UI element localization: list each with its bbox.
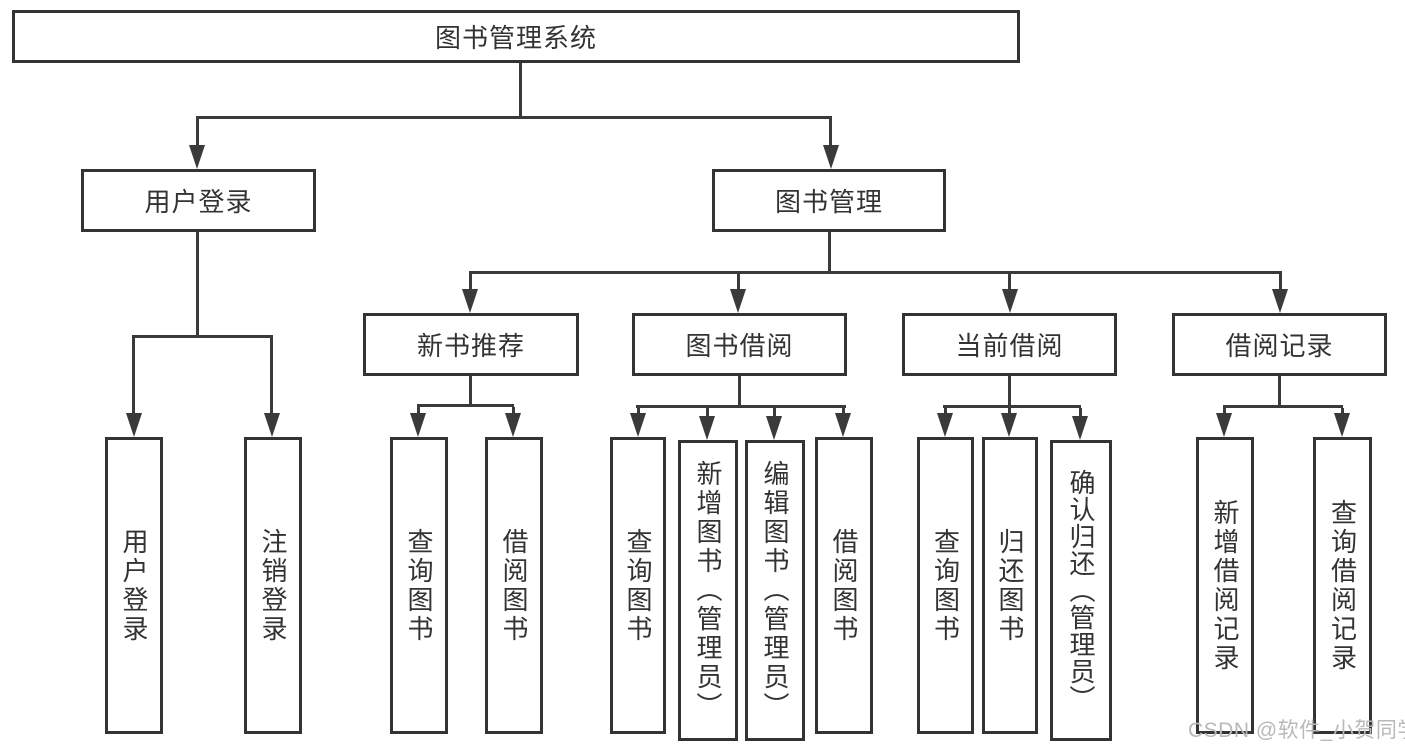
connector-borrow-record-stem <box>1278 376 1281 405</box>
node-borrow-records: 借阅记录 <box>1172 313 1387 376</box>
connector-modules-rail <box>469 271 1282 274</box>
connector-drop-bb-add <box>706 408 709 416</box>
arrow-down-cb-confirm <box>1072 416 1088 440</box>
leaf-bb-query-book: 查询图书 <box>610 437 666 734</box>
arrow-down-user-login <box>189 145 205 169</box>
leaf-cb-confirm-return-admin: 确认归还（管理员） <box>1050 440 1112 741</box>
leaf-cb-query-book: 查询图书 <box>917 437 974 734</box>
connector-drop-cb-return <box>1008 408 1011 413</box>
node-new-book-rec: 新书推荐 <box>363 313 579 376</box>
connector-new-book-stem <box>469 376 472 404</box>
connector-user-login-stem <box>196 232 199 335</box>
connector-drop-br-add <box>1223 408 1226 413</box>
node-book-mgmt: 图书管理 <box>712 169 946 232</box>
connector-drop-nb-query <box>417 407 420 413</box>
connector-user-login-rail <box>132 335 273 338</box>
arrow-down-nb-borrow <box>505 413 521 437</box>
connector-borrow-record-rail <box>1223 405 1343 408</box>
arrow-down-new-book <box>462 289 478 313</box>
leaf-br-query-record: 查询借阅记录 <box>1313 437 1372 734</box>
leaf-br-add-record: 新增借阅记录 <box>1196 437 1254 734</box>
connector-drop-bb-edit <box>773 408 776 416</box>
leaf-bb-borrow-book: 借阅图书 <box>815 437 873 734</box>
connector-drop-cb-confirm <box>1079 408 1082 416</box>
node-book-borrow: 图书借阅 <box>632 313 847 376</box>
connector-drop-bb-borrow <box>842 408 845 413</box>
connector-drop-bb-query <box>637 408 640 413</box>
connector-new-book-rail <box>417 404 514 407</box>
connector-book-borrow-rail <box>636 405 846 408</box>
arrow-down-book-mgmt <box>823 145 839 169</box>
arrow-down-current-borrow <box>1002 289 1018 313</box>
arrow-down-bb-borrow <box>835 413 851 437</box>
connector-drop-user-login <box>196 119 199 145</box>
arrow-down-bb-edit <box>766 416 782 440</box>
arrow-down-bb-add <box>699 416 715 440</box>
arrow-down-br-query <box>1334 413 1350 437</box>
arrow-down-cb-query <box>937 413 953 437</box>
arrow-down-br-add <box>1216 413 1232 437</box>
connector-current-borrow-rail <box>943 405 1081 408</box>
leaf-bb-edit-book-admin: 编辑图书（管理员） <box>745 440 805 741</box>
leaf-cb-return-book: 归还图书 <box>982 437 1038 734</box>
connector-drop-borrow-record <box>1279 274 1282 289</box>
leaf-user-login: 用户登录 <box>105 437 163 734</box>
connector-drop-br-query <box>1341 408 1344 413</box>
node-user-login: 用户登录 <box>81 169 316 232</box>
arrow-down-cb-return <box>1001 413 1017 437</box>
connector-book-mgmt-stem <box>828 232 831 271</box>
connector-drop-book-mgmt <box>829 119 832 145</box>
leaf-bb-add-book-admin: 新增图书（管理员） <box>678 440 738 741</box>
arrow-down-logout-leaf <box>264 413 280 437</box>
node-root: 图书管理系统 <box>12 10 1020 63</box>
connector-drop-cb-query <box>944 408 947 413</box>
arrow-down-nb-query <box>410 413 426 437</box>
connector-current-borrow-stem <box>1008 376 1011 405</box>
leaf-nb-query-book: 查询图书 <box>390 437 448 734</box>
connector-root-trunk <box>519 63 522 116</box>
connector-drop-new-book <box>469 274 472 289</box>
leaf-logout: 注销登录 <box>244 437 302 734</box>
arrow-down-book-borrow <box>730 289 746 313</box>
csdn-watermark: CSDN @软件_小贺同学 <box>1188 719 1405 742</box>
arrow-down-bb-query <box>630 413 646 437</box>
connector-drop-book-borrow <box>737 274 740 289</box>
connector-book-borrow-stem <box>738 376 741 405</box>
connector-level1-rail <box>196 116 832 119</box>
node-current-borrow: 当前借阅 <box>902 313 1117 376</box>
arrow-down-login-leaf <box>126 413 142 437</box>
connector-drop-login-leaf <box>132 338 135 413</box>
connector-drop-nb-borrow <box>512 407 515 413</box>
connector-drop-logout-leaf <box>270 338 273 413</box>
leaf-nb-borrow-book: 借阅图书 <box>485 437 543 734</box>
connector-drop-current-borrow <box>1008 274 1011 289</box>
arrow-down-borrow-record <box>1272 289 1288 313</box>
